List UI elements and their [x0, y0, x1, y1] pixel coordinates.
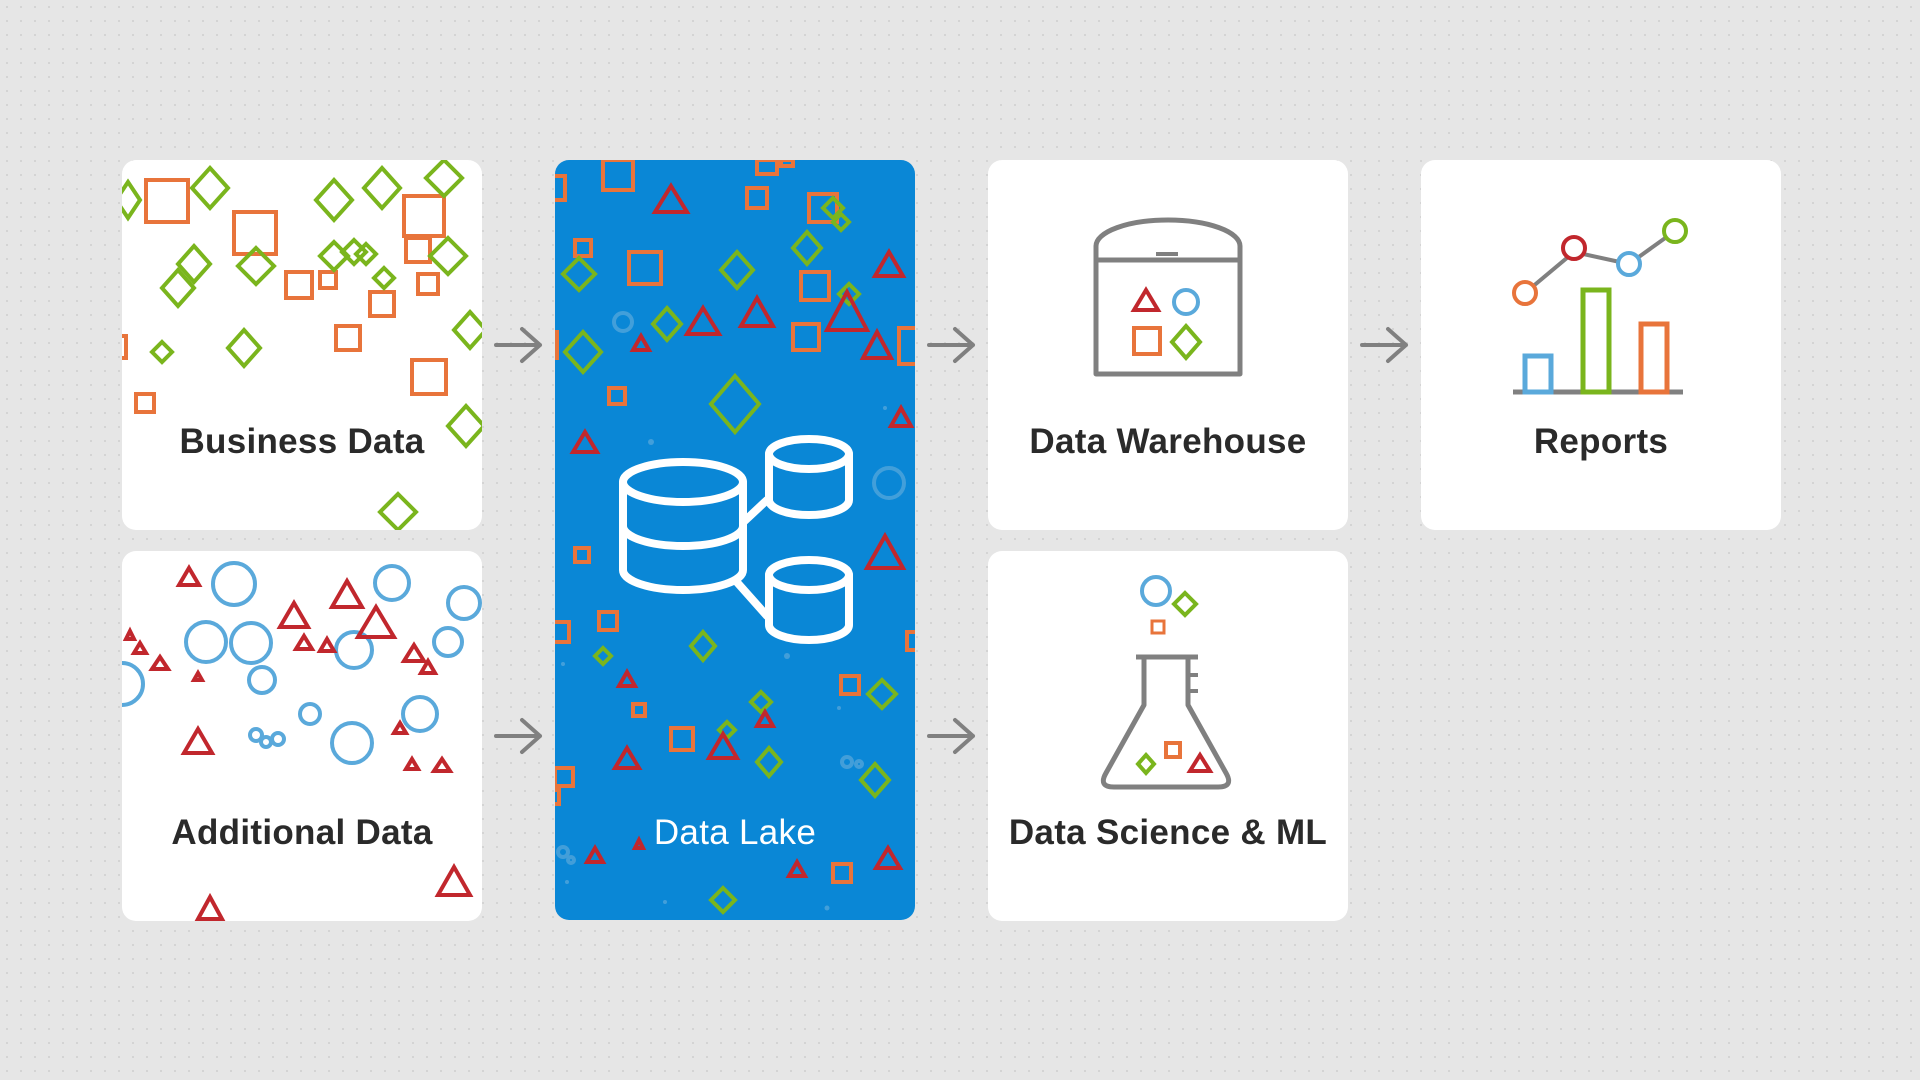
arrow-right-icon: [494, 718, 542, 754]
data-warehouse-card: Data Warehouse: [988, 160, 1348, 530]
warehouse-icon: [1093, 217, 1243, 377]
additional-data-pattern: [122, 561, 482, 921]
flask-icon: [1100, 575, 1232, 790]
arrow-right-icon: [1360, 327, 1408, 363]
data-warehouse-label: Data Warehouse: [1029, 422, 1307, 461]
data-lake-label: Data Lake: [653, 813, 817, 852]
data-lake-pattern: [555, 160, 915, 915]
database-cluster-icon: [619, 435, 853, 644]
business-data-pattern: [122, 160, 482, 530]
business-data-label: Business Data: [179, 422, 425, 461]
arrow-right-icon: [927, 327, 975, 363]
data-science-label: Data Science & ML: [1008, 813, 1328, 852]
reports-card: Reports: [1421, 160, 1781, 530]
data-lake-card: Data Lake: [555, 160, 915, 920]
data-science-card: Data Science & ML: [988, 551, 1348, 921]
arrow-right-icon: [494, 327, 542, 363]
bar-line-chart-icon: [1512, 218, 1688, 395]
reports-label: Reports: [1533, 422, 1669, 461]
additional-data-label: Additional Data: [171, 813, 433, 852]
business-data-card: Business Data: [122, 160, 482, 530]
arrow-right-icon: [927, 718, 975, 754]
additional-data-card: Additional Data: [122, 551, 482, 921]
